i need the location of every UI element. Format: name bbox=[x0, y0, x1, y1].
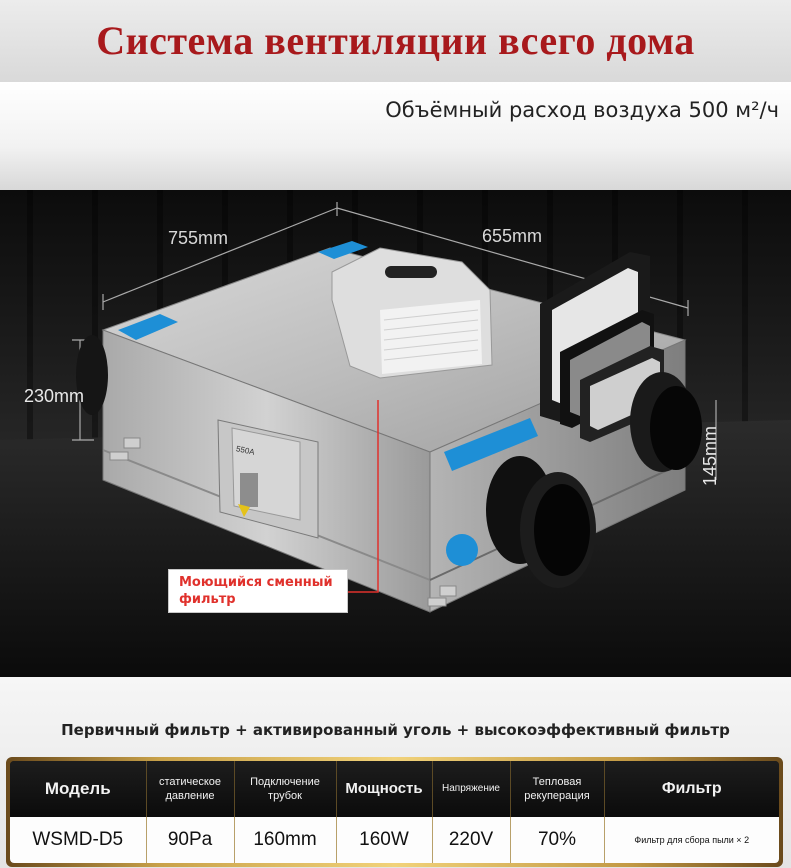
cell-model: WSMD-D5 bbox=[10, 817, 147, 863]
header-pressure: статическое давление bbox=[146, 761, 235, 817]
cell-power: 160W bbox=[336, 817, 433, 863]
header-model: Модель bbox=[10, 761, 147, 817]
height-dimension-label: 230mm bbox=[24, 386, 85, 406]
subtitle-band: Объёмный расход воздуха 500 м²/ч bbox=[0, 82, 791, 190]
airflow-subtitle: Объёмный расход воздуха 500 м²/ч bbox=[385, 98, 779, 122]
cell-pressure: 90Pa bbox=[146, 817, 235, 863]
cell-connection: 160mm bbox=[234, 817, 337, 863]
duct-dimension-label: 145mm bbox=[700, 425, 720, 486]
spec-table-header: Модель статическое давление Подключение … bbox=[10, 761, 779, 817]
page-title: Система вентиляции всего дома bbox=[96, 18, 695, 63]
cell-recuperation: 70% bbox=[510, 817, 605, 863]
cell-filter: Фильтр для сбора пыли × 2 bbox=[604, 817, 779, 863]
title-band: Система вентиляции всего дома bbox=[0, 0, 791, 82]
length-dimension-label: 755mm bbox=[168, 228, 229, 248]
table-row: WSMD-D5 90Pa 160mm 160W 220V 70% Фильтр … bbox=[10, 817, 779, 863]
ventilation-unit-illustration bbox=[0, 190, 791, 677]
spec-table: Модель статическое давление Подключение … bbox=[10, 761, 779, 863]
product-photo: 755mm 655mm 230mm 145mm 550A Моющийся см… bbox=[0, 190, 791, 677]
header-connection: Подключение трубок bbox=[234, 761, 337, 817]
header-filter: Фильтр bbox=[604, 761, 779, 817]
cell-voltage: 220V bbox=[432, 817, 511, 863]
width-dimension-label: 655mm bbox=[482, 226, 543, 246]
header-voltage: Напряжение bbox=[432, 761, 511, 817]
filter-caption: Первичный фильтр + активированный уголь … bbox=[61, 721, 730, 739]
specs-section: Первичный фильтр + активированный уголь … bbox=[0, 677, 791, 868]
washable-filter-callout: Моющийся сменный фильтр bbox=[168, 569, 348, 613]
spec-table-frame: Модель статическое давление Подключение … bbox=[6, 757, 783, 867]
header-power: Мощность bbox=[336, 761, 433, 817]
header-recuperation: Тепловая рекуперация bbox=[510, 761, 605, 817]
